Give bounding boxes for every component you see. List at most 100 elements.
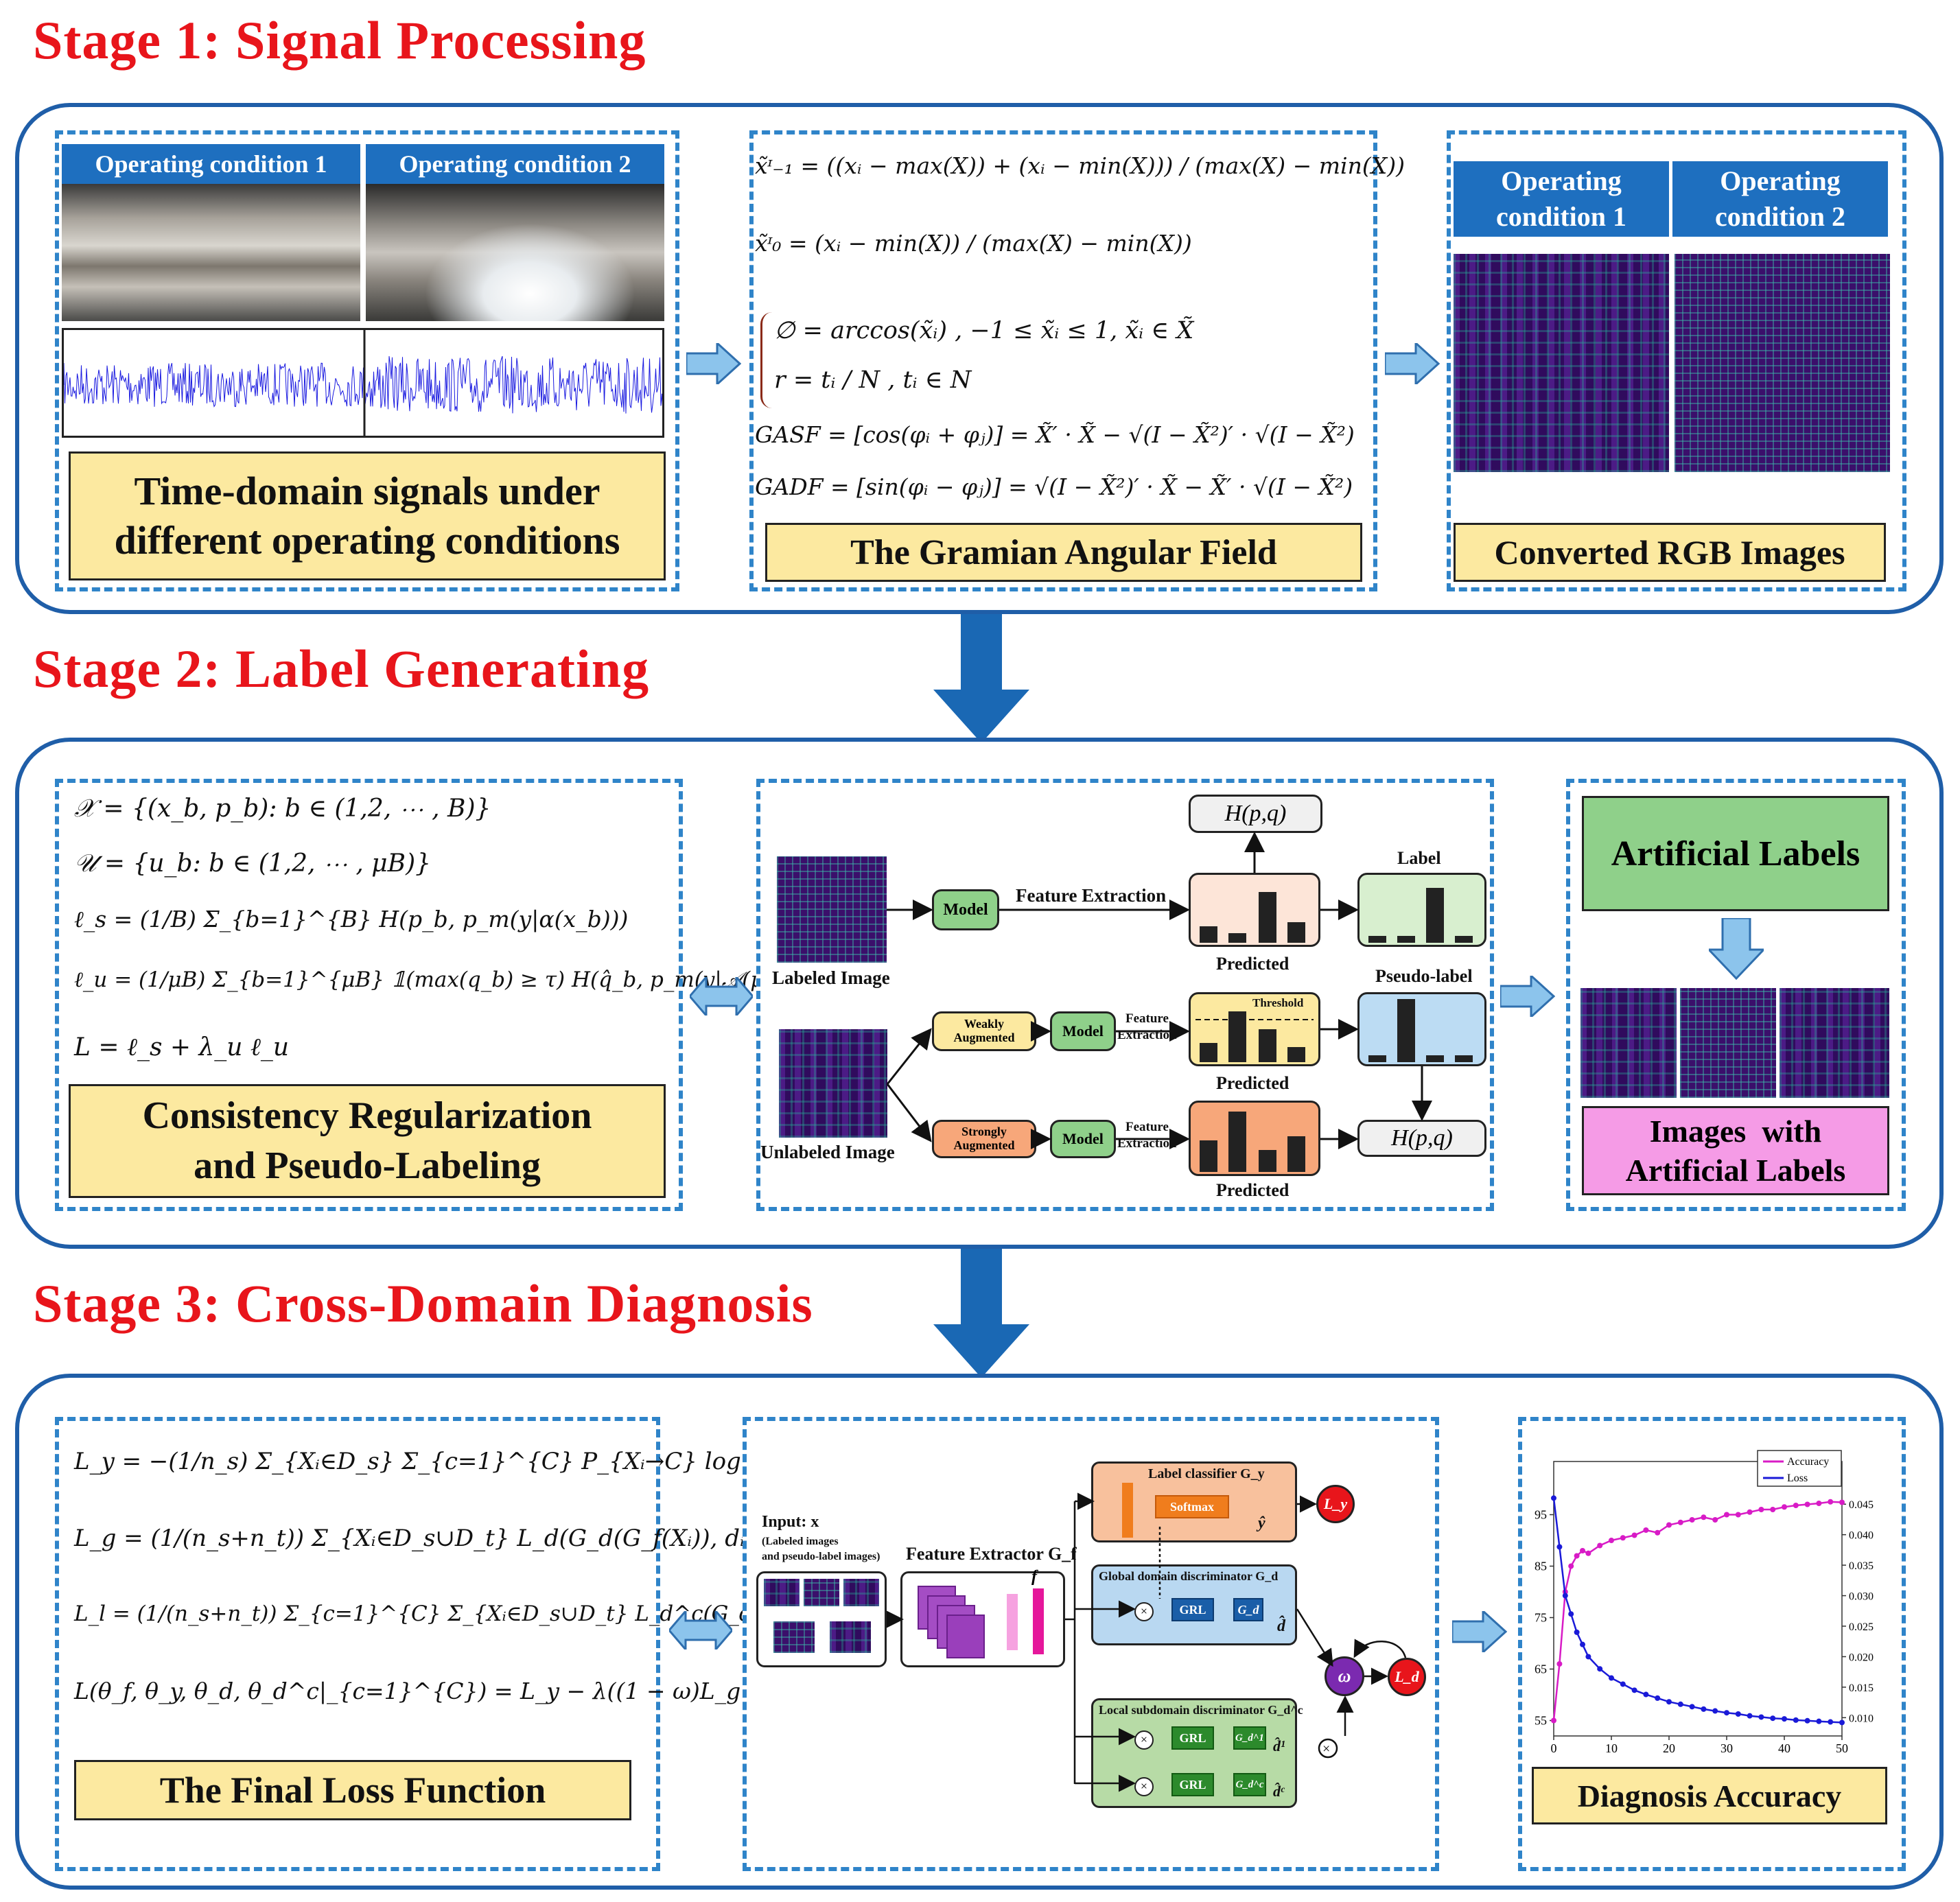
classifier-layer xyxy=(1122,1483,1133,1538)
gaf-brace xyxy=(760,312,772,408)
data-point-loss xyxy=(1551,1495,1556,1501)
feat-ext-2b: Extraction xyxy=(1117,1028,1177,1042)
accuracy-caption: Diagnosis Accuracy xyxy=(1532,1767,1887,1824)
data-point-loss xyxy=(1828,1719,1834,1725)
y-left-tick-label: 55 xyxy=(1535,1714,1547,1728)
data-point-loss xyxy=(1597,1666,1603,1672)
weak-aug-text2: Augmented xyxy=(953,1031,1015,1044)
x-tick-label: 40 xyxy=(1778,1741,1790,1755)
input-img-c xyxy=(843,1579,879,1606)
data-point-loss xyxy=(1609,1675,1614,1681)
pseudo-label-title: Pseudo-label xyxy=(1375,966,1473,986)
hpq-box-top: H(p,q) xyxy=(1189,795,1322,833)
local-disc-box: Local subdomain discriminator G_d^c × GR… xyxy=(1091,1698,1303,1808)
model-box-2: Model xyxy=(1050,1011,1116,1051)
data-point-loss xyxy=(1782,1716,1787,1722)
data-point-accuracy xyxy=(1689,1517,1695,1523)
plot-frame xyxy=(1553,1461,1843,1737)
weld-photo-1 xyxy=(62,184,360,321)
arrow-double-2 xyxy=(668,1608,734,1653)
rgb-oc2-header: Operating condition 2 xyxy=(1672,161,1888,237)
arrow-right-2 xyxy=(1384,340,1440,388)
input-label: Input: x xyxy=(762,1513,819,1531)
legend-loss: Loss xyxy=(1787,1472,1808,1484)
gaf-eq3: ∅ = arccos(x̃ᵢ) , −1 ≤ x̃ᵢ ≤ 1, x̃ᵢ ∈ X̃ xyxy=(774,317,1194,344)
artificial-labels-box: Artificial Labels xyxy=(1582,796,1889,911)
gdc-box: G_d^c xyxy=(1233,1773,1266,1796)
rgb-image-oc1 xyxy=(1454,254,1669,472)
data-point-loss xyxy=(1580,1641,1585,1647)
data-point-loss xyxy=(1712,1708,1718,1714)
gaf-eq5: GASF = [cos(φᵢ + φⱼ)] = X̃′ · X̃ − √(I −… xyxy=(755,421,1355,448)
gaf-eq1: x̃ᶦ₋₁ = ((xᵢ − max(X)) + (xᵢ − min(X))) … xyxy=(755,152,1405,179)
data-point-accuracy xyxy=(1839,1499,1845,1505)
input-img-a xyxy=(764,1579,800,1606)
artificial-labels-text: Artificial Labels xyxy=(1625,1153,1846,1188)
weld-photo-2 xyxy=(366,184,664,321)
d1-label: d̂¹ xyxy=(1273,1737,1285,1754)
y-right-tick-label: 0.040 xyxy=(1849,1530,1874,1542)
labeled-image-label: Labeled Image xyxy=(772,967,890,988)
gaf-eq6: GADF = [sin(φᵢ − φⱼ)] = √(I − X̃²)′ · X̃… xyxy=(755,473,1353,500)
y-right-tick-label: 0.015 xyxy=(1849,1682,1874,1694)
unlabeled-image-label: Unlabeled Image xyxy=(760,1142,895,1162)
artificial-img-1 xyxy=(1580,988,1677,1098)
data-point-loss xyxy=(1724,1710,1729,1716)
series-line-accuracy xyxy=(1552,1501,1843,1721)
y-right-tick-label: 0.025 xyxy=(1849,1621,1874,1633)
feat-ext-3a: Feature xyxy=(1125,1120,1169,1134)
global-disc-box: Global domain discriminator G_d × GRL G_… xyxy=(1091,1564,1297,1645)
y-left-tick-label: 75 xyxy=(1535,1611,1547,1625)
data-point-accuracy xyxy=(1643,1527,1649,1533)
grl-box-global: GRL xyxy=(1171,1598,1214,1621)
data-point-accuracy xyxy=(1580,1548,1585,1553)
data-point-accuracy xyxy=(1556,1661,1563,1667)
fc-layer-2 xyxy=(1033,1588,1044,1654)
local-disc-title: Local subdomain discriminator G_d^c xyxy=(1099,1703,1303,1717)
global-disc-title: Global domain discriminator G_d xyxy=(1099,1569,1279,1583)
data-point-loss xyxy=(1816,1718,1822,1724)
y-left-tick-label: 95 xyxy=(1535,1508,1547,1522)
images-with-text: Images with xyxy=(1649,1113,1822,1149)
data-point-accuracy xyxy=(1804,1501,1810,1507)
feat-ext-3b: Extraction xyxy=(1117,1136,1177,1151)
ly-node: L_y xyxy=(1316,1485,1355,1523)
data-point-accuracy xyxy=(1568,1563,1574,1569)
loss-caption: The Final Loss Function xyxy=(74,1760,631,1820)
y-left-tick-label: 85 xyxy=(1535,1560,1547,1573)
data-point-loss xyxy=(1655,1695,1661,1701)
labeled-image xyxy=(777,856,887,963)
data-point-loss xyxy=(1770,1715,1776,1722)
data-point-loss xyxy=(1568,1611,1574,1617)
y-hat: ŷ xyxy=(1258,1514,1265,1532)
input-img-d xyxy=(773,1621,815,1653)
data-point-accuracy xyxy=(1735,1512,1741,1518)
y-right-tick-label: 0.020 xyxy=(1849,1652,1874,1663)
data-point-accuracy xyxy=(1701,1514,1707,1521)
feat-ext-2a: Feature xyxy=(1125,1011,1169,1026)
gd1-box: G_d^1 xyxy=(1233,1726,1266,1750)
chart-legend: Accuracy Loss xyxy=(1757,1450,1842,1487)
data-point-loss xyxy=(1666,1699,1672,1705)
x-tick-label: 0 xyxy=(1551,1741,1557,1755)
data-point-accuracy xyxy=(1747,1509,1753,1515)
grl-box-local-c: GRL xyxy=(1171,1773,1214,1796)
predicted-box-1 xyxy=(1189,873,1320,947)
data-point-accuracy xyxy=(1585,1550,1591,1556)
data-point-accuracy xyxy=(1758,1507,1764,1512)
input-images-box xyxy=(756,1571,887,1667)
s2-eq1: 𝒳 = {(x_b, p_b): b ∈ (1,2, ⋯ , B)} xyxy=(74,795,491,823)
weak-aug-text1: Weakly xyxy=(964,1017,1004,1031)
conv-layer-4 xyxy=(946,1615,985,1658)
data-point-accuracy xyxy=(1724,1512,1729,1518)
local-mult-node-c: × xyxy=(1134,1777,1154,1796)
s2-eq5: L = ℓ_s + λ_u ℓ_u xyxy=(74,1033,290,1061)
label-box xyxy=(1357,873,1486,947)
softmax-box: Softmax xyxy=(1155,1495,1229,1518)
data-point-accuracy xyxy=(1631,1532,1637,1538)
gaf-caption: The Gramian Angular Field xyxy=(765,523,1362,582)
arrow-right-4 xyxy=(1451,1608,1508,1656)
